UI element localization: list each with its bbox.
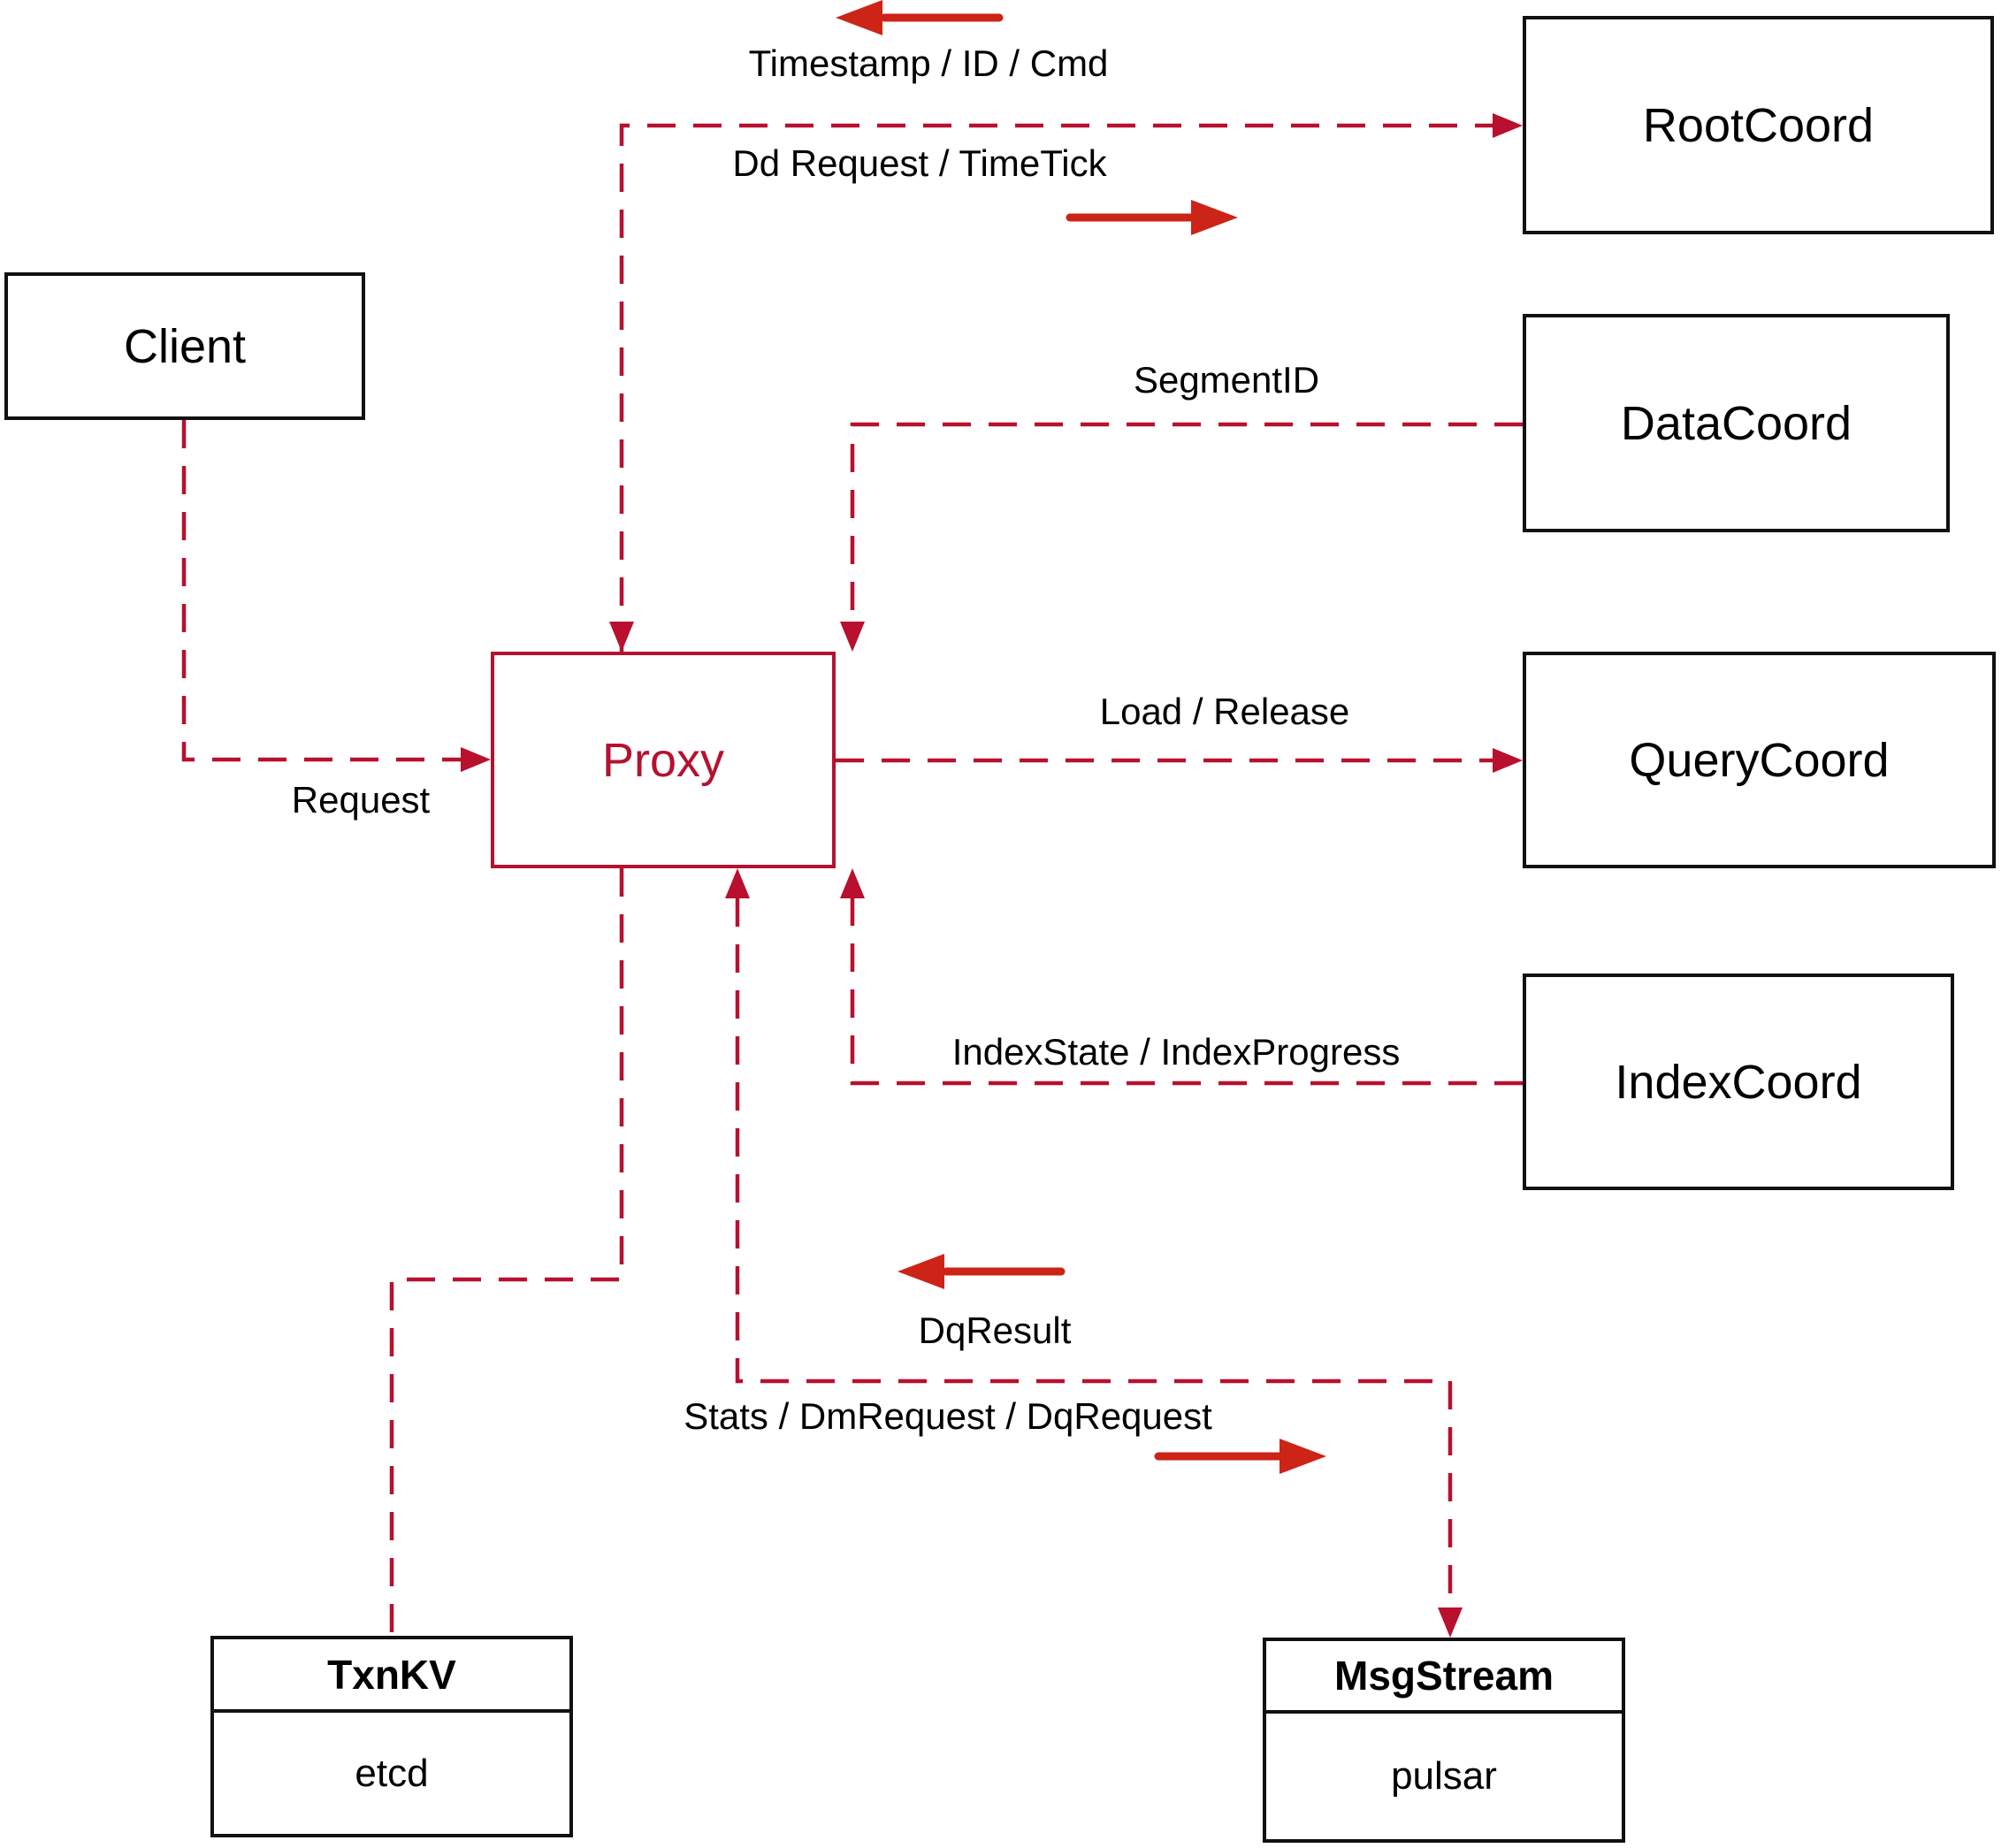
arrowhead-into-rootcoord <box>1493 113 1523 138</box>
node-client: Client <box>4 272 365 420</box>
edge-label-dd-request-timetick: Dd Request / TimeTick <box>727 142 1112 185</box>
edge-proxy-msgstream <box>735 898 1453 1607</box>
node-txnkv-title: TxnKV <box>214 1639 569 1713</box>
node-proxy-label: Proxy <box>601 733 725 787</box>
node-rootcoord-label: RootCoord <box>1642 98 1875 152</box>
node-proxy: Proxy <box>491 652 836 868</box>
edge-label-timestamp-id-cmd: Timestamp / ID / Cmd <box>743 42 1114 85</box>
node-client-label: Client <box>123 319 247 373</box>
node-txnkv: TxnKV etcd <box>210 1636 573 1837</box>
node-msgstream: MsgStream pulsar <box>1263 1638 1625 1843</box>
arrowhead-into-proxy-bottom-right <box>840 868 865 898</box>
edge-label-load-release: Load / Release <box>1094 691 1356 733</box>
node-txnkv-subtitle: etcd <box>355 1751 429 1795</box>
node-indexcoord-label: IndexCoord <box>1615 1055 1862 1109</box>
edge-label-request: Request <box>286 779 436 821</box>
edge-label-indexstate-indexprogress: IndexState / IndexProgress <box>946 1031 1406 1073</box>
node-indexcoord: IndexCoord <box>1523 974 1954 1190</box>
edge-label-segmentid: SegmentID <box>1127 359 1325 401</box>
node-datacoord: DataCoord <box>1523 314 1950 532</box>
edge-label-stats-dmrequest-dqrequest: Stats / DmRequest / DqRequest <box>678 1395 1218 1438</box>
edge-label-dqresult: DqResult <box>913 1310 1077 1352</box>
node-rootcoord: RootCoord <box>1523 16 1994 234</box>
edge-proxy-rootcoord <box>619 123 1514 652</box>
flow-arrow-left-timestamp <box>836 0 1004 35</box>
arrowhead-into-msgstream <box>1438 1607 1463 1638</box>
node-datacoord-label: DataCoord <box>1620 396 1852 450</box>
edge-indexcoord-proxy <box>850 898 1523 1086</box>
arrowhead-into-proxy-top-left <box>609 622 634 652</box>
flow-arrow-right-stats <box>1154 1439 1326 1474</box>
arrowhead-into-proxy-bottom-left <box>725 868 750 898</box>
node-msgstream-title: MsgStream <box>1266 1641 1622 1714</box>
node-querycoord-label: QueryCoord <box>1629 733 1890 787</box>
edge-client-proxy <box>181 420 461 762</box>
arrowhead-into-querycoord <box>1493 748 1523 773</box>
arrowhead-into-proxy-top-right <box>840 622 865 652</box>
edge-proxy-txnkv <box>389 868 624 1634</box>
flow-arrow-left-dqresult <box>898 1254 1066 1289</box>
edge-datacoord-proxy <box>850 422 1523 622</box>
arrowhead-into-proxy-left <box>461 747 491 772</box>
node-msgstream-subtitle: pulsar <box>1391 1754 1497 1798</box>
node-querycoord: QueryCoord <box>1523 652 1996 868</box>
flow-arrow-right-ddrequest <box>1066 200 1238 235</box>
